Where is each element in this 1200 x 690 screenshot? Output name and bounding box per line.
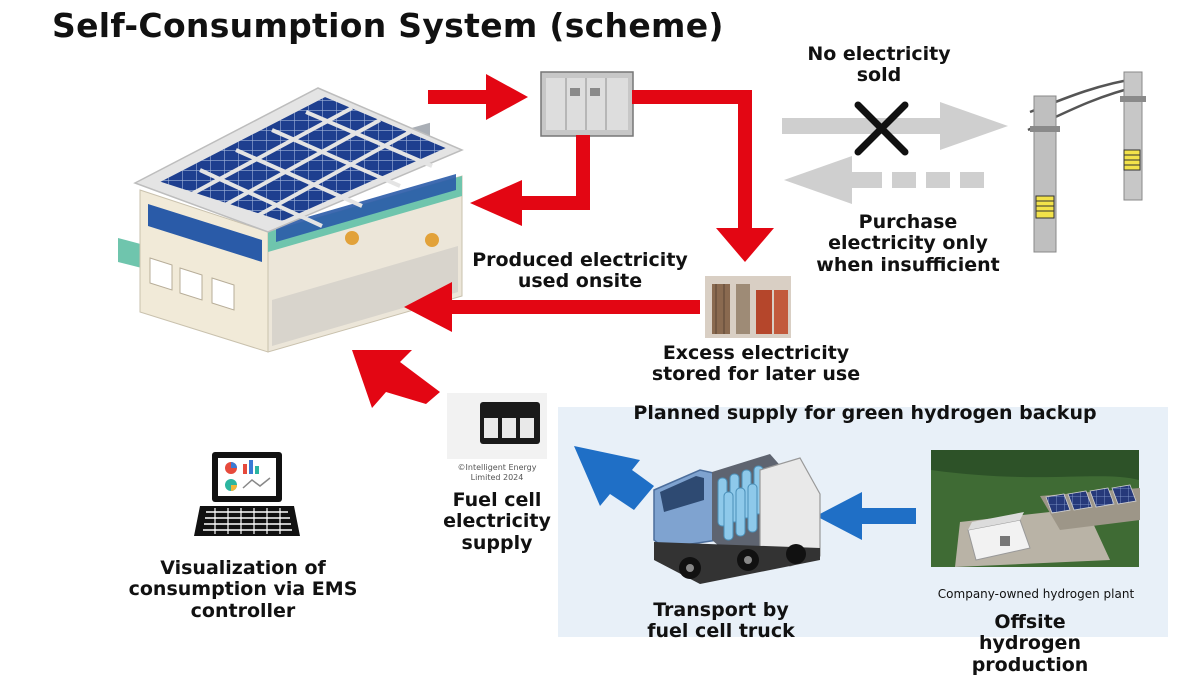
label-line: production (971, 653, 1089, 676)
copyright-note: ©Intelligent Energy Limited 2024 (447, 463, 547, 482)
label-line: Purchase (858, 211, 958, 233)
laptop-icon (194, 452, 300, 536)
purchase-electricity-label: Purchase electricity only when insuffici… (798, 211, 1018, 276)
label-line: ©Intelligent Energy (457, 463, 537, 472)
produced-electricity-label: Produced electricity used onsite (458, 249, 702, 293)
no-electricity-sold-label: No electricity sold (780, 43, 978, 87)
fuel-cell-icon (447, 393, 547, 459)
inverter-icon (540, 71, 634, 137)
label-line: Offsite (994, 611, 1066, 633)
blue-flow-arrows (574, 446, 916, 540)
label-line: supply (461, 531, 533, 554)
label-line: hydrogen (979, 632, 1081, 655)
fuel-cell-truck-icon (653, 454, 821, 584)
transport-label: Transport by fuel cell truck (628, 599, 814, 643)
label-line: electricity only (828, 232, 988, 255)
red-flow-arrows (352, 74, 774, 408)
cross-icon (854, 101, 909, 156)
visualization-label: Visualization of consumption via EMS con… (110, 557, 376, 622)
fuel-cell-supply-label: Fuel cell electricity supply (430, 489, 564, 554)
plant-caption: Company-owned hydrogen plant (937, 587, 1135, 601)
label-line: controller (190, 599, 296, 622)
label-line: electricity (443, 510, 551, 533)
label-line: Visualization of (160, 557, 326, 579)
label-line: Transport by (653, 599, 789, 621)
label-line: fuel cell truck (647, 620, 795, 643)
label-line: consumption via EMS (128, 578, 358, 601)
label-line: Limited 2024 (470, 472, 524, 482)
planned-supply-label: Planned supply for green hydrogen backup (633, 402, 1097, 424)
excess-electricity-label: Excess electricity stored for later use (636, 342, 876, 386)
label-line: when insufficient (816, 253, 1000, 276)
label-line: stored for later use (651, 363, 861, 386)
utility-pole-icon (1027, 71, 1146, 253)
factory-icon (118, 87, 464, 353)
offsite-production-label: Offsite hydrogen production (950, 611, 1110, 676)
battery-storage-icon (705, 276, 791, 338)
hydrogen-plant-icon (931, 450, 1140, 567)
label-line: Fuel cell (452, 489, 542, 511)
label-line: used onsite (517, 270, 643, 293)
page-title: Self-Consumption System (scheme) (52, 6, 724, 45)
label-line: Produced electricity (472, 249, 688, 271)
label-line: Excess electricity (662, 342, 850, 364)
label-line: No electricity (807, 43, 951, 65)
label-line: sold (856, 64, 902, 87)
grid-arrows (782, 102, 1008, 204)
